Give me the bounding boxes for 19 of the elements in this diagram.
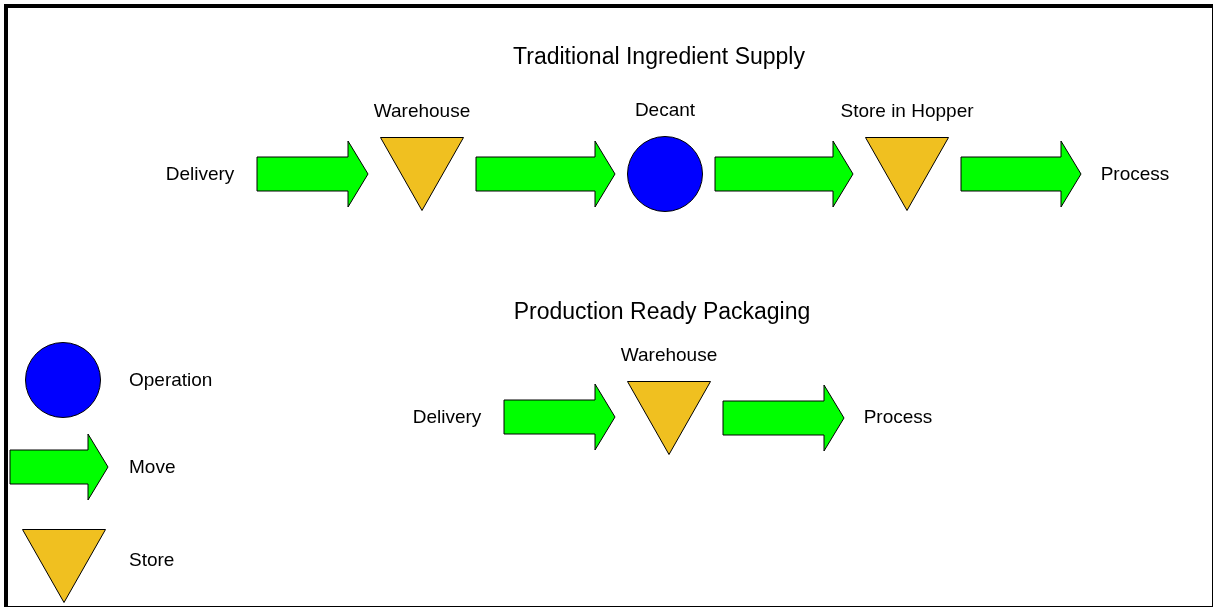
step-label: Delivery <box>402 405 492 429</box>
legend-label: Operation <box>129 369 213 391</box>
block-arrow <box>960 140 1082 208</box>
block-arrow <box>503 383 616 451</box>
step-label: Store in Hopper <box>840 99 974 123</box>
section-heading: Traditional Ingredient Supply <box>513 42 805 70</box>
block-arrow <box>256 140 369 208</box>
step-label: Process <box>856 405 940 429</box>
block-arrow <box>722 384 845 452</box>
step-label: Decant <box>634 98 696 122</box>
step-label: Warehouse <box>620 343 718 367</box>
step-label: Warehouse <box>373 99 471 123</box>
block-arrow <box>714 140 854 208</box>
step-label: Process <box>1093 162 1177 186</box>
block-arrow <box>475 140 616 208</box>
section-heading: Production Ready Packaging <box>513 297 811 325</box>
legend-label: Store <box>129 549 175 571</box>
step-label: Delivery <box>155 162 245 186</box>
legend-label: Move <box>129 456 176 478</box>
